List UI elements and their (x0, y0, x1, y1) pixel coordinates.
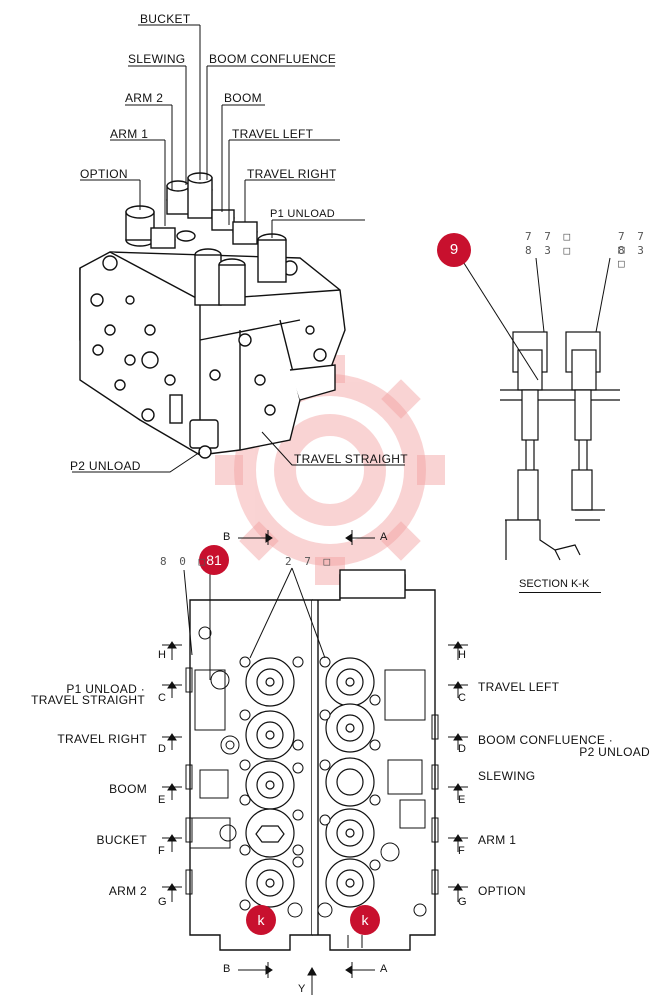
label-arm2-left: ARM 2 (108, 884, 147, 898)
label-p2-unload-top: P2 UNLOAD (70, 459, 141, 473)
note-kk-left-1: 7 7 □ (525, 230, 574, 243)
note-kk-right-1: 7 7 □ (618, 230, 647, 256)
mark-f-left: F (158, 845, 165, 857)
label-p1-unload-top: P1 UNLOAD (270, 208, 336, 220)
section-kk-leaders (461, 257, 611, 381)
label-option-top: OPTION (80, 167, 128, 181)
label-travel-left-top: TRAVEL LEFT (232, 127, 314, 141)
label-boom-top: BOOM (224, 91, 262, 105)
badge-81: 81 (199, 545, 229, 575)
mark-b-top: B (223, 531, 231, 543)
body-details (185, 667, 439, 948)
note-80: 8 0 □ (160, 555, 209, 568)
label-travel-left-right: TRAVEL LEFT (478, 680, 560, 694)
mark-d-left: D (158, 743, 166, 755)
mark-a-top: A (380, 531, 388, 543)
mark-y: Y (298, 983, 306, 995)
spool-ports (245, 657, 375, 908)
mark-h-left: H (158, 649, 166, 661)
label-slewing-right: SLEWING (478, 769, 536, 783)
label-boom-confluence-top: BOOM CONFLUENCE (209, 52, 337, 66)
mark-g-right: G (458, 896, 467, 908)
label-arm1-right: ARM 1 (478, 833, 517, 847)
upper-leaders (72, 24, 405, 473)
lower-leaders (183, 567, 326, 680)
mark-d-right: D (458, 743, 466, 755)
mark-b-bottom: B (223, 963, 231, 975)
label-boom-confluence-right: BOOM CONFLUENCE · (478, 733, 614, 747)
note-27: 2 7 □ (285, 555, 334, 568)
section-kk-underline (519, 592, 601, 593)
mark-a-bottom: A (380, 963, 388, 975)
mark-e-right: E (458, 794, 466, 806)
watermark-gear-teeth (215, 355, 445, 585)
label-arm2-top: ARM 2 (125, 91, 164, 105)
mark-g-left: G (158, 896, 167, 908)
mark-h-right: H (458, 649, 466, 661)
badge-k-left: k (246, 905, 276, 935)
mark-c-left: C (158, 692, 166, 704)
label-bucket-top: BUCKET (140, 12, 191, 26)
label-p2-unload-right: P2 UNLOAD (579, 745, 650, 759)
label-travel-right-top: TRAVEL RIGHT (247, 167, 337, 181)
label-arm1-top: ARM 1 (110, 127, 149, 141)
section-kk-drawing (500, 331, 620, 561)
mark-c-right: C (458, 692, 466, 704)
label-travel-straight-left: TRAVEL STRAIGHT (31, 693, 145, 707)
label-p1-unload-left: P1 UNLOAD · (66, 682, 145, 696)
label-travel-right-left: TRAVEL RIGHT (57, 732, 147, 746)
section-kk-title: SECTION K-K (519, 578, 590, 590)
note-kk-left-2: 8 3 □ (525, 244, 574, 257)
spool-caps (125, 172, 287, 306)
label-travel-straight-top: TRAVEL STRAIGHT (294, 452, 408, 466)
section-cut-arrows (162, 530, 468, 995)
label-slewing-top: SLEWING (128, 52, 186, 66)
mark-e-left: E (158, 794, 166, 806)
small-bolts (198, 626, 427, 918)
label-boom-left: BOOM (109, 782, 147, 796)
note-kk-right-2: 8 3 □ (618, 244, 647, 270)
label-bucket-left: BUCKET (96, 833, 147, 847)
label-option-right: OPTION (478, 884, 526, 898)
badge-k-right: k (350, 905, 380, 935)
mark-f-right: F (458, 845, 465, 857)
badge-9: 9 (437, 233, 471, 267)
